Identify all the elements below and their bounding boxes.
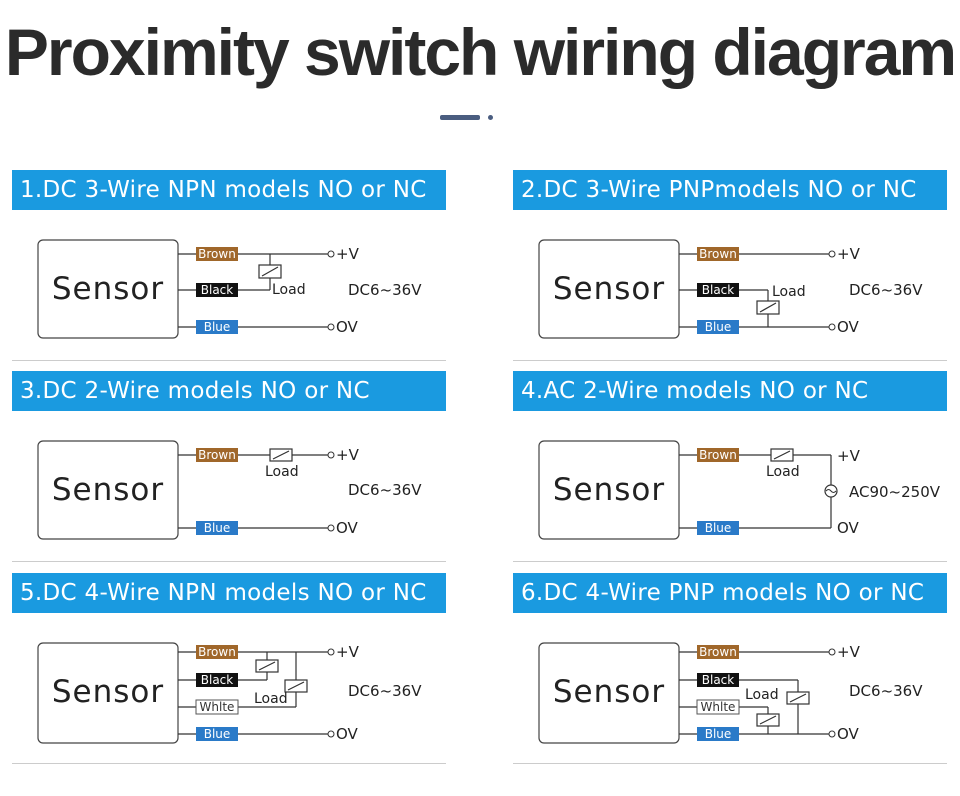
sensor-label: Sensor <box>553 472 665 508</box>
panel-header: 6.DC 4-Wire PNP models NO or NC <box>513 573 947 613</box>
wiring-diagram: Sensor Load Brown Black Blue +V OV DC6~3… <box>37 239 422 339</box>
sensor-label: Sensor <box>52 674 164 710</box>
zero-v-label: OV <box>837 725 860 743</box>
panel-header: 4.AC 2-Wire models NO or NC <box>513 371 947 411</box>
panel-divider <box>12 561 446 562</box>
panel-divider <box>12 360 446 361</box>
wire-tag-black: Black <box>702 673 735 687</box>
wire-tag-white: Whlte <box>701 700 736 714</box>
voltage-label: DC6~36V <box>348 481 422 499</box>
wire-tag-black: Black <box>702 283 735 297</box>
plus-v-label: +V <box>336 446 360 464</box>
sensor-label: Sensor <box>52 472 164 508</box>
wire-tag-brown: Brown <box>198 247 236 261</box>
wiring-diagram: Sensor Load Brown Black Blue +V OV DC6~3… <box>538 239 923 339</box>
sensor-box <box>538 642 680 744</box>
panel-header: 3.DC 2-Wire models NO or NC <box>12 371 446 411</box>
wire-tag-blue: Blue <box>204 521 231 535</box>
panel-dc-2wire: 3.DC 2-Wire models NO or NC Sensor Load … <box>12 371 448 562</box>
wire-tag-brown: Brown <box>699 448 737 462</box>
voltage-label: DC6~36V <box>348 281 422 299</box>
zero-v-label: OV <box>837 519 860 537</box>
load-label: Load <box>254 691 288 707</box>
panel-divider <box>513 763 947 764</box>
sensor-box <box>538 440 680 540</box>
panel-divider <box>513 561 947 562</box>
plus-v-label: +V <box>336 245 360 263</box>
wire-tag-blue: Blue <box>204 727 231 741</box>
sensor-label: Sensor <box>553 271 665 307</box>
load-label: Load <box>745 687 779 703</box>
panel-dc-3wire-npn: 1.DC 3-Wire NPN models NO or NC Sensor L… <box>12 170 448 361</box>
panel-header: 2.DC 3-Wire PNPmodels NO or NC <box>513 170 947 210</box>
panel-dc-4wire-pnp: 6.DC 4-Wire PNP models NO or NC Sensor L… <box>513 573 949 764</box>
title-underline <box>440 115 480 120</box>
wire-tag-blue: Blue <box>204 320 231 334</box>
plus-v-label: +V <box>837 245 861 263</box>
zero-v-label: OV <box>837 318 860 336</box>
sensor-box <box>37 440 179 540</box>
sensor-box <box>37 642 179 744</box>
panel-dc-4wire-npn: 5.DC 4-Wire NPN models NO or NC Sensor L… <box>12 573 448 764</box>
wire-tag-blue: Blue <box>705 727 732 741</box>
zero-v-label: OV <box>336 318 359 336</box>
zero-v-label: OV <box>336 519 359 537</box>
page-title: Proximity switch wiring diagram <box>4 15 957 89</box>
load-label: Load <box>766 464 800 480</box>
wire-tag-white: Whlte <box>200 700 235 714</box>
sensor-box <box>538 239 680 339</box>
title-dot <box>488 115 493 120</box>
panel-dc-3wire-pnp: 2.DC 3-Wire PNPmodels NO or NC Sensor Lo… <box>513 170 949 361</box>
zero-v-label: OV <box>336 725 359 743</box>
wiring-diagram: Sensor Load Brown Black Whlte Blue +V OV… <box>37 642 422 744</box>
voltage-label: AC90~250V <box>849 483 941 501</box>
wire-tag-brown: Brown <box>198 645 236 659</box>
panel-ac-2wire: 4.AC 2-Wire models NO or NC Sensor Load … <box>513 371 949 562</box>
plus-v-label: +V <box>837 643 861 661</box>
panel-header: 1.DC 3-Wire NPN models NO or NC <box>12 170 446 210</box>
load-label: Load <box>272 282 306 298</box>
voltage-label: DC6~36V <box>849 682 923 700</box>
sensor-label: Sensor <box>553 674 665 710</box>
wire-tag-brown: Brown <box>699 247 737 261</box>
wire-tag-black: Black <box>201 673 234 687</box>
load-label: Load <box>265 464 299 480</box>
voltage-label: DC6~36V <box>348 682 422 700</box>
sensor-box <box>37 239 179 339</box>
panel-divider <box>12 763 446 764</box>
sensor-label: Sensor <box>52 271 164 307</box>
voltage-label: DC6~36V <box>849 281 923 299</box>
wire-tag-blue: Blue <box>705 521 732 535</box>
wire-tag-brown: Brown <box>198 448 236 462</box>
plus-v-label: +V <box>336 643 360 661</box>
wiring-diagram: Sensor Load Brown Black Whlte Blue +V OV… <box>538 642 923 744</box>
wire-tag-blue: Blue <box>705 320 732 334</box>
plus-v-label: +V <box>837 447 861 465</box>
wiring-diagram: Sensor Load Brown Blue +V OV AC90~250V <box>538 440 941 540</box>
wiring-diagram: Sensor Load Brown Blue +V OV DC6~36V <box>37 440 422 540</box>
panel-header: 5.DC 4-Wire NPN models NO or NC <box>12 573 446 613</box>
wire-tag-brown: Brown <box>699 645 737 659</box>
load-label: Load <box>772 284 806 300</box>
panel-divider <box>513 360 947 361</box>
wire-tag-black: Black <box>201 283 234 297</box>
